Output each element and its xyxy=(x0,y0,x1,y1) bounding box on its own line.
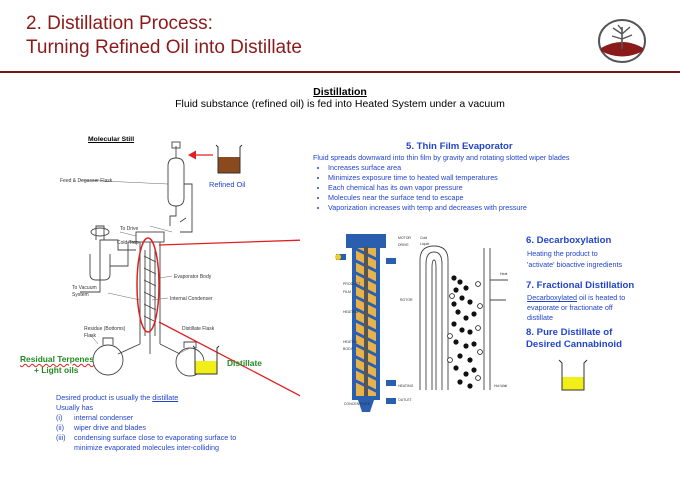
notes-line2: Usually has xyxy=(56,403,94,412)
label-residue-flask: Residue (Bottoms) xyxy=(84,326,126,332)
detail-tiny-label: Liquid xyxy=(420,242,430,246)
residual-terpenes-label: Residual Terpenes xyxy=(20,354,94,364)
molecular-still-diagram xyxy=(79,141,300,397)
label-vacuum-system: System xyxy=(72,292,89,298)
distillate-label: Distillate xyxy=(227,358,262,368)
refined-oil-beaker-icon xyxy=(215,144,243,174)
label-residue-flask-2: Flask xyxy=(84,333,96,339)
bullet-item: Each chemical has its own vapor pressure xyxy=(328,183,614,193)
step-decarboxylation-title: 6. Decarboxylation xyxy=(526,235,612,246)
evap-tiny-label: CONCENTRATE xyxy=(344,402,371,406)
bullet-item: Increases surface area xyxy=(328,163,614,173)
fractional-text1-rest: oil is heated to xyxy=(576,293,626,302)
bullet-item: Vaporization increases with temp and dec… xyxy=(328,203,614,213)
evap-tiny-label: PRODUCT xyxy=(343,282,361,286)
notes-item-text: wiper drive and blades xyxy=(74,423,146,432)
step-decarboxylation-text1: Heating the product to xyxy=(527,249,598,258)
distillate-beaker-icon xyxy=(192,345,220,375)
residual-terpenes-text: Residual Terpenes xyxy=(20,354,94,364)
slide-title-line2: Turning Refined Oil into Distillate xyxy=(26,37,302,58)
notes-item-text: internal condenser xyxy=(74,413,134,422)
evap-tiny-label: HEATED xyxy=(343,340,357,344)
slide-title-line1: 2. Distillation Process: xyxy=(26,13,213,34)
label-feed-flask: Feed & Degasser Flask xyxy=(60,178,113,184)
step-fractional-text1: Decarboxylated oil is heated to xyxy=(527,293,625,303)
step-fractional-title: 7. Fractional Distillation xyxy=(526,280,635,291)
title-divider xyxy=(0,71,680,73)
thin-film-evaporator-diagram xyxy=(335,234,396,412)
evap-tiny-label: BODY xyxy=(343,347,353,351)
molecular-still-title: Molecular Still xyxy=(88,136,135,143)
notes-item-num: (ii) xyxy=(56,423,64,432)
notes-line1-text: Desired product is usually the xyxy=(56,393,153,402)
evap-tiny-label: DRIVE xyxy=(398,243,409,247)
thin-film-intro: Fluid spreads downward into thin film by… xyxy=(313,153,570,162)
evap-tiny-label: OUTLET xyxy=(398,398,412,402)
wiper-film-detail-diagram xyxy=(419,245,508,390)
detail-tiny-label: Cold xyxy=(420,236,428,240)
notes-item-num: (iii) xyxy=(56,433,66,442)
evap-tiny-label: HEATING xyxy=(343,310,359,314)
evap-tiny-label: ROTOR xyxy=(400,298,413,302)
bullet-item: Molecules near the surface tend to escap… xyxy=(328,193,614,203)
notes-line1: Desired product is usually the distillat… xyxy=(56,393,178,403)
evap-tiny-label: HEATING xyxy=(398,384,414,388)
label-cold-trap: Cold Trap xyxy=(117,240,139,246)
notes-item-continuation: minimize evaporated molecules inter-coll… xyxy=(74,443,220,452)
evap-tiny-label: FILM xyxy=(343,290,351,294)
step-pure-distillate-title-2: Desired Cannabinoid xyxy=(526,339,622,350)
section-subheading: Fluid substance (refined oil) is fed int… xyxy=(175,98,505,110)
light-oils-label: + Light oils xyxy=(34,365,79,375)
thin-film-title: 5. Thin Film Evaporator xyxy=(406,141,513,152)
label-internal-condenser: Internal Condenser xyxy=(170,296,213,302)
label-to-vacuum: To Vacuum xyxy=(72,285,97,291)
label-distillate-flask: Distillate Flask xyxy=(182,326,215,332)
label-to-drive: To Drive xyxy=(120,226,139,232)
notes-distillate-word: distillate xyxy=(152,393,179,402)
section-heading: Distillation xyxy=(313,86,367,98)
step-fractional-text2: evaporate or fractionate off xyxy=(527,303,613,312)
evap-tiny-label: MOTOR xyxy=(398,236,411,240)
step-fractional-text3: distillate xyxy=(527,313,553,322)
label-evaporator-body: Evaporator Body xyxy=(174,274,212,280)
notes-item-num: (i) xyxy=(56,413,63,422)
bullet-list: Increases surface area Minimizes exposur… xyxy=(314,163,614,213)
thin-film-bullets: Increases surface area Minimizes exposur… xyxy=(314,163,614,213)
notes-item-text: condensing surface close to evaporating … xyxy=(74,433,237,442)
refined-oil-label: Refined Oil xyxy=(209,180,246,189)
pure-distillate-beaker-icon xyxy=(558,359,588,391)
step-decarboxylation-text2: 'activate' bioactive ingredients xyxy=(527,260,623,269)
step-pure-distillate-title-1: 8. Pure Distillate of xyxy=(526,327,613,338)
detail-tiny-label: Hot Wall xyxy=(494,384,508,388)
detail-tiny-label: Heat xyxy=(500,272,508,276)
bullet-item: Minimizes exposure time to heated wall t… xyxy=(328,173,614,183)
plant-logo-icon xyxy=(598,19,646,63)
decarboxylated-word: Decarboxylated xyxy=(527,293,577,302)
